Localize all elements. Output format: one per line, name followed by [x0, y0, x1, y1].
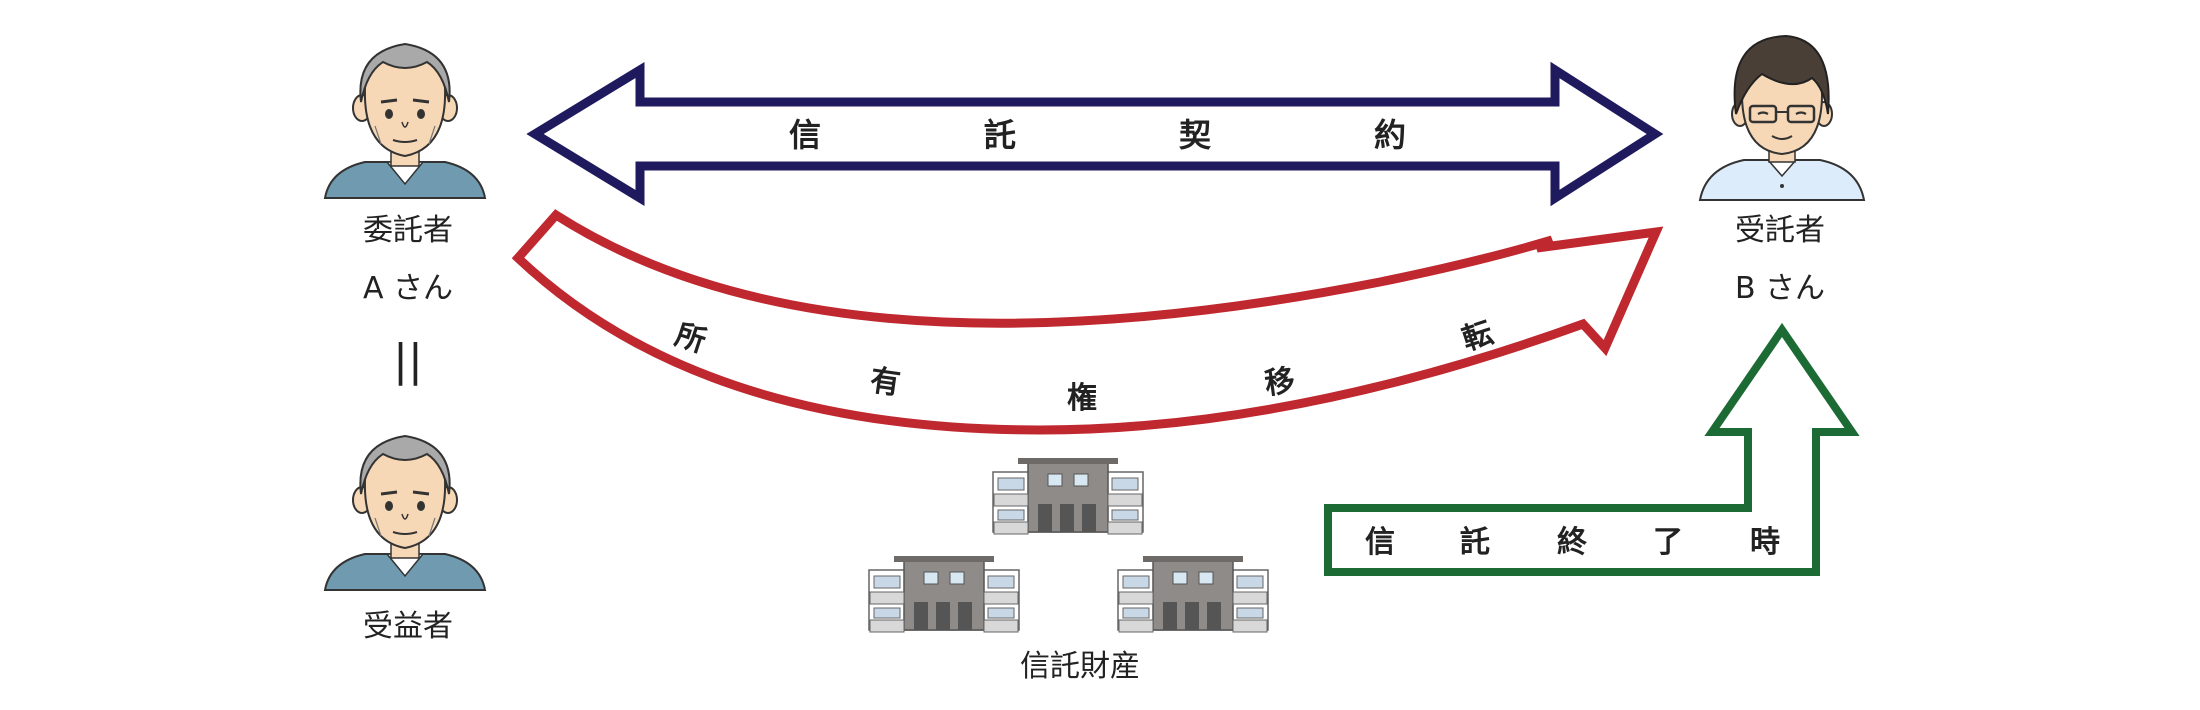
settlor-role: 委託者	[363, 213, 453, 248]
beneficiary: 受益者	[325, 436, 485, 644]
settlor: 委託者 A さん	[325, 44, 485, 306]
termination-char: 了	[1653, 525, 1683, 560]
trustee-role: 受託者	[1735, 213, 1825, 248]
trustee: 受託者 B さん	[1700, 36, 1864, 306]
elderly-man-icon	[325, 44, 485, 198]
equals-mark: ||	[393, 335, 423, 386]
trustee-name: B さん	[1735, 271, 1825, 306]
elderly-man-icon	[325, 436, 485, 590]
beneficiary-role: 受益者	[363, 609, 453, 644]
termination-char: 信	[1365, 525, 1395, 560]
contract-char: 契	[1179, 116, 1212, 154]
contract-char: 約	[1374, 116, 1406, 154]
contract-arrow: 信 託 契 約	[535, 70, 1655, 198]
trust-property: 信託財産	[869, 458, 1268, 684]
ownership-char: 移	[1263, 363, 1298, 402]
ownership-arrow: 所 有 権 移 転	[518, 215, 1656, 430]
contract-char: 託	[984, 116, 1016, 154]
ownership-char: 権	[1067, 381, 1097, 416]
termination-char: 託	[1460, 525, 1490, 560]
property-label: 信託財産	[1020, 649, 1140, 684]
contract-char: 信	[789, 116, 821, 154]
ownership-char: 有	[868, 363, 903, 402]
termination-char: 時	[1750, 525, 1780, 560]
termination-char: 終	[1557, 525, 1587, 560]
apartment-building-icon	[869, 556, 1019, 632]
apartment-building-icon	[993, 458, 1143, 534]
settlor-name: A さん	[363, 271, 453, 306]
glasses-man-icon	[1700, 36, 1864, 200]
apartment-building-icon	[1118, 556, 1268, 632]
